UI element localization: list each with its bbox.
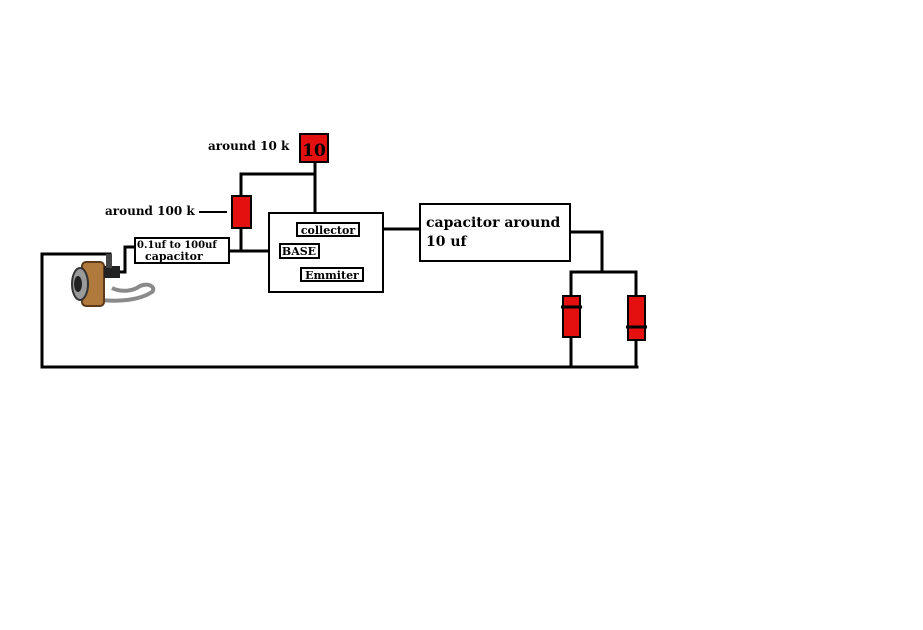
- jack-tab: [106, 254, 112, 268]
- output-capacitor: capacitor around 10 uf: [419, 203, 571, 262]
- load-resistor-right-body: [627, 295, 646, 341]
- jack-lug: [99, 282, 156, 303]
- return-wire: [40, 252, 639, 369]
- resistor-100k: around 100 k: [105, 195, 252, 229]
- audio-jack-icon: [71, 254, 156, 307]
- input-capacitor-label-1: 0.1uf to 100uf: [137, 240, 217, 251]
- input-capacitor: 0.1uf to 100uf capacitor: [134, 237, 230, 264]
- jack-to-cap-wire: [116, 245, 137, 274]
- resistor-10k-label: around 10 k: [208, 139, 290, 153]
- jack-hole: [74, 276, 82, 292]
- base-pin-box: [279, 243, 320, 259]
- resistor-100k-body: [231, 195, 252, 229]
- collector-pin-box: [296, 222, 360, 237]
- wires: [40, 160, 639, 369]
- collector-label: collector: [301, 224, 356, 237]
- cap-to-load-wire: [568, 230, 604, 274]
- output-capacitor-label-1: capacitor around: [426, 215, 560, 231]
- output-capacitor-box: [419, 203, 571, 262]
- emitter-label: Emmiter: [305, 269, 359, 282]
- jack-terminal: [104, 266, 120, 278]
- load-resistor-left-body: [562, 295, 581, 338]
- resistor-100k-label: around 100 k: [105, 204, 195, 218]
- input-capacitor-label-2: capacitor: [145, 250, 203, 263]
- output-capacitor-label-2: 10 uf: [426, 234, 468, 250]
- transistor: collector BASE Emmiter: [268, 212, 384, 293]
- emitter-pin-box: [300, 267, 364, 282]
- base-label: BASE: [282, 245, 316, 258]
- load-resistor-left: [561, 295, 582, 338]
- resistor-10k-body: [299, 133, 329, 163]
- input-capacitor-box: [134, 237, 230, 264]
- load-resistor-right: [626, 295, 647, 341]
- resistor-10k: 10 around 10 k: [208, 133, 329, 163]
- resistor-10k-mark: 10: [302, 141, 326, 161]
